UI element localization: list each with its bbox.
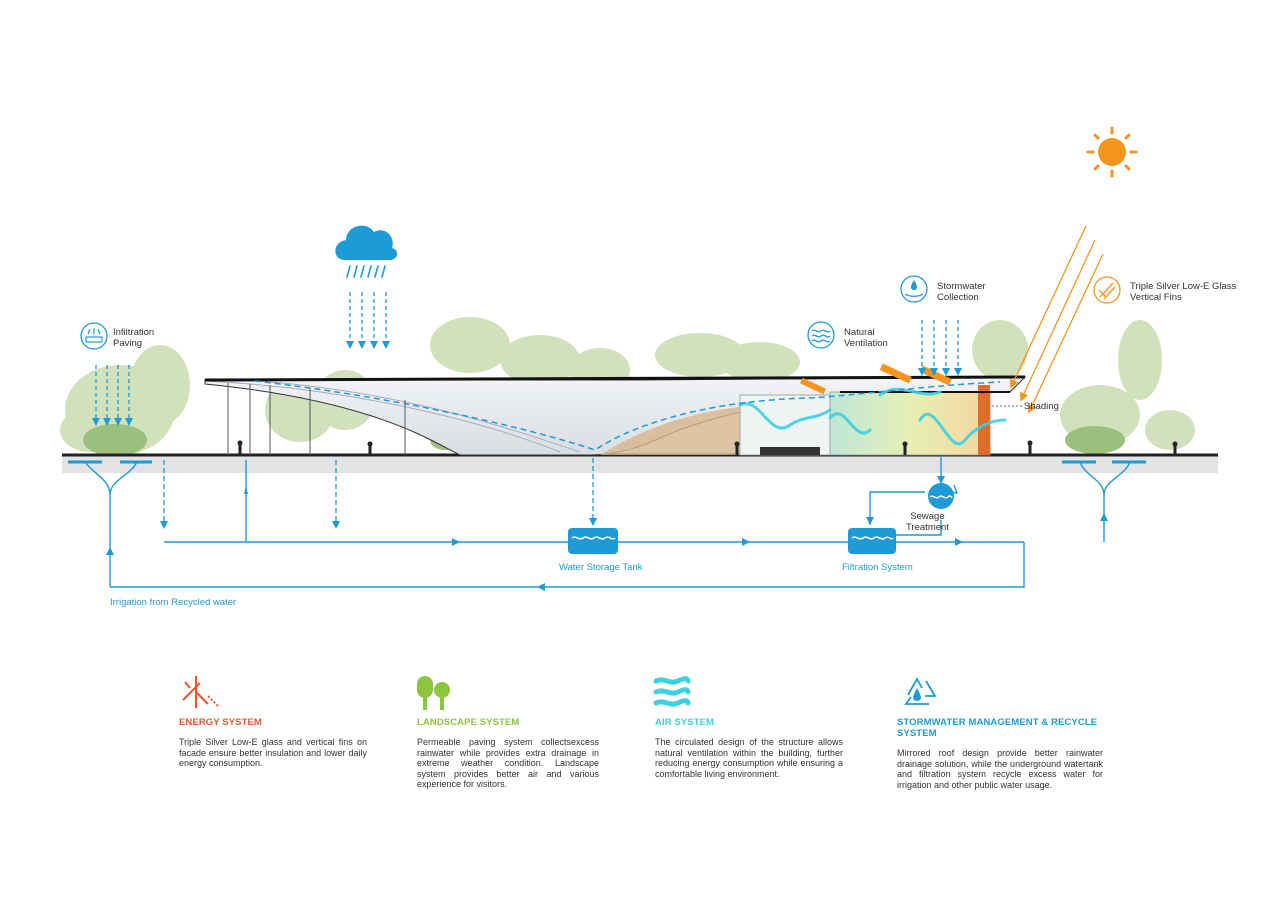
sun-icon (1086, 126, 1138, 178)
shrubs (83, 424, 1125, 456)
sun-rays (1010, 225, 1104, 414)
glass-fins-label: Triple Silver Low-E Glass Vertical Fins (1130, 281, 1237, 303)
irrigation-label: Irrigation from Recycled water (110, 597, 237, 608)
landscape-system-text: Permeable paving system collectsexcess r… (417, 737, 599, 789)
landscape-system-block: LANDSCAPE SYSTEM Permeable paving system… (417, 717, 622, 790)
building-section (204, 363, 1178, 456)
infiltration-paving-label: Infiltration Paving (113, 327, 155, 349)
natural-ventilation-icon (807, 321, 835, 349)
energy-fins-icon (182, 676, 219, 708)
stormwater-collection-label: Stormwater Collection (937, 281, 986, 303)
shading-label: Shading (1024, 401, 1059, 412)
roof-water-path (254, 380, 1001, 451)
stormwater-system-title: STORMWATER MANAGEMENT & RECYCLE SYSTEM (897, 717, 1098, 739)
rain-arrows (92, 292, 962, 426)
sewage-treatment-label: Sewage Treatment (906, 511, 949, 533)
air-system-title: AIR SYSTEM (655, 717, 715, 728)
natural-ventilation-label: Natural Ventilation (844, 327, 888, 349)
landscape-trees-icon (417, 676, 450, 710)
recycle-water-icon (904, 677, 937, 705)
ground-section (62, 455, 1218, 473)
water-storage-tank-label: Water Storage Tank (559, 562, 643, 573)
energy-system-title: ENERGY SYSTEM (179, 717, 262, 728)
infiltration-dashed-pipes (160, 458, 597, 529)
glass-fins-icon (1093, 276, 1121, 304)
air-waves-icon (653, 676, 691, 707)
water-storage-tank-icon (568, 528, 618, 554)
energy-system-text: Triple Silver Low-E glass and vertical f… (179, 737, 367, 768)
sewage-treatment-icon (928, 483, 959, 509)
stormwater-system-text: Mirrored roof design provide better rain… (897, 748, 1103, 790)
energy-system-block: ENERGY SYSTEM Triple Silver Low-E glass … (179, 717, 384, 769)
pipe-flow-arrows (106, 476, 1108, 591)
filtration-system-icon (848, 528, 896, 554)
stormwater-collection-icon (900, 275, 928, 303)
stormwater-system-block: STORMWATER MANAGEMENT & RECYCLE SYSTEM M… (897, 717, 1122, 790)
air-system-text: The circulated design of the structure a… (655, 737, 843, 779)
rain-cloud-icon (335, 225, 398, 278)
landscape-system-title: LANDSCAPE SYSTEM (417, 717, 520, 728)
infiltration-paving-icon (80, 322, 108, 350)
ventilation-flows (738, 387, 1007, 446)
filtration-system-label: Filtration System (842, 562, 913, 573)
air-system-block: AIR SYSTEM The circulated design of the … (655, 717, 860, 779)
